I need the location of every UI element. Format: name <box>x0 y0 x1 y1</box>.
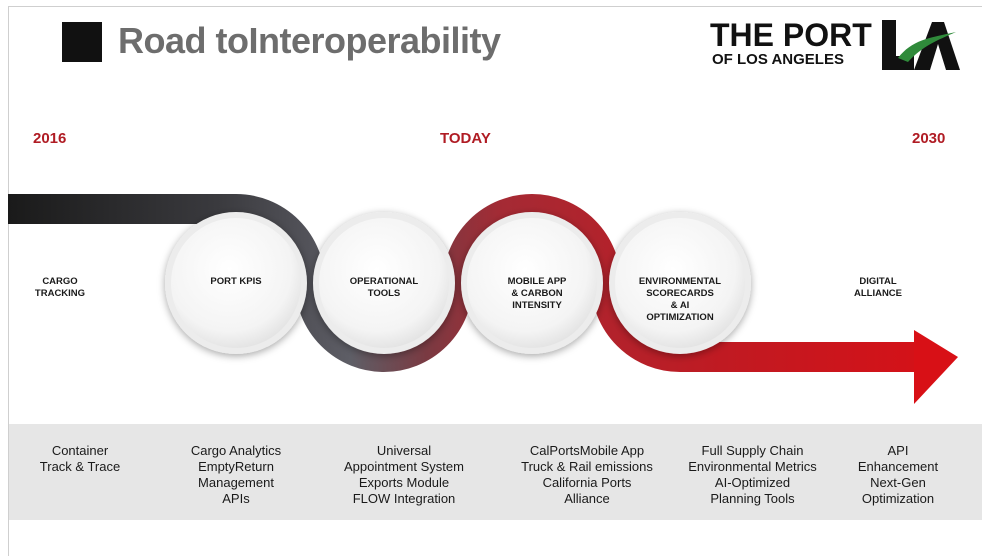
title-square-icon <box>62 22 102 62</box>
frame-top-border <box>8 6 982 7</box>
frame-left-border <box>8 6 9 556</box>
stage-label-mobile-app: MOBILE APP & CARBON INTENSITY <box>507 276 567 311</box>
logo-line-1: THE PORT <box>710 17 872 53</box>
details-band <box>9 424 982 520</box>
stage-label-cargo-tracking: CARGO TRACKING <box>34 276 86 299</box>
stage-label-environmental-scorecards: ENVIRONMENTAL SCORECARDS & AI OPTIMIZATI… <box>638 276 722 323</box>
stage-details-digital-alliance: API Enhancement Next-Gen Optimization <box>857 443 939 506</box>
stage-disc-environmental-scorecards <box>609 212 751 354</box>
stage-details-mobile-app: CalPortsMobile App Truck & Rail emission… <box>521 443 653 506</box>
year-2016-label: 2016 <box>33 130 67 147</box>
today-label: TODAY <box>440 130 491 147</box>
stage-disc-mobile-app <box>461 212 603 354</box>
port-of-la-logo: THE PORT OF LOS ANGELES <box>702 18 960 80</box>
stage-details-environmental-scorecards: Full Supply Chain Environmental Metrics … <box>688 443 817 506</box>
timeline-path <box>8 194 920 372</box>
stage-label-digital-alliance: DIGITAL ALLIANCE <box>853 276 903 299</box>
stage-label-operational-tools: OPERATIONAL TOOLS <box>349 276 419 299</box>
stage-details-operational-tools: Universal Appointment System Exports Mod… <box>344 443 464 506</box>
stage-disc-port-kpis <box>165 212 307 354</box>
page-title: Road toInteroperability <box>118 20 501 61</box>
stage-disc-operational-tools <box>313 212 455 354</box>
year-2030-label: 2030 <box>912 130 946 147</box>
la-logo-icon <box>882 20 960 70</box>
stage-details-port-kpis: Cargo Analytics EmptyReturn Management A… <box>190 443 282 506</box>
timeline-arrowhead <box>914 330 958 404</box>
stage-details-cargo-tracking: Container Track & Trace <box>39 443 121 474</box>
logo-line-2: OF LOS ANGELES <box>712 51 844 68</box>
stage-label-port-kpis: PORT KPIS <box>210 276 262 287</box>
